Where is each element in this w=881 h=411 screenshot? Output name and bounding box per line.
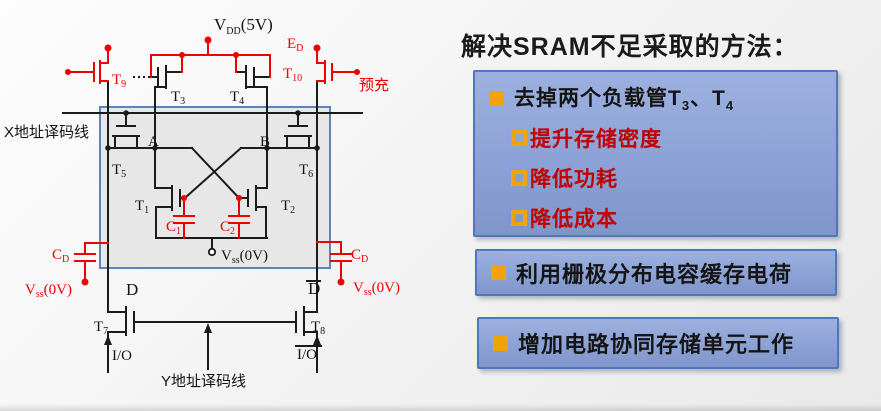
- vss-center-label: Vss(0V): [221, 248, 268, 266]
- ed-label: ED: [287, 36, 303, 54]
- t5-label: T5: [112, 162, 126, 180]
- precharge-label: 预充: [359, 77, 389, 94]
- red-terminal-dots: [65, 36, 360, 286]
- x-decode-line-label: X地址译码线: [4, 124, 89, 141]
- bullet-item-sub: 降低成本: [475, 198, 836, 238]
- io-label: I/O: [112, 348, 132, 364]
- sub-bullet-text: 降低成本: [530, 208, 618, 231]
- io-bar-label: I/O: [297, 347, 317, 363]
- c2-label: C2: [220, 219, 235, 237]
- filled-square-bullet-icon: [491, 265, 506, 280]
- bullet-text: 增加电路协同存储单元工作: [518, 332, 795, 357]
- t9-label: T9: [112, 72, 126, 90]
- d-label: D: [126, 280, 138, 299]
- hollow-square-bullet-icon: [511, 130, 527, 146]
- t1-label: T1: [135, 198, 149, 216]
- t10-label: T10: [283, 66, 302, 84]
- filled-square-bullet-icon: [493, 335, 508, 351]
- t2-label: T2: [281, 198, 295, 216]
- slide-bottom-shadow: [0, 404, 881, 411]
- method-box-gate-capacitance: 利用栅极分布电容缓存电荷: [475, 249, 837, 296]
- c1-label: C1: [166, 219, 181, 237]
- arrow-heads: [104, 323, 321, 345]
- t3-label: T3: [171, 89, 185, 107]
- black-wires: [62, 65, 363, 373]
- bullet-text: 利用栅极分布电容缓存电荷: [516, 261, 793, 287]
- method-box-assist-circuits: 增加电路协同存储单元工作: [477, 317, 839, 369]
- vss-left-label: Vss(0V): [25, 282, 72, 300]
- sub-bullet-text: 提升存储密度: [530, 128, 662, 151]
- sub-bullet-text: 降低功耗: [530, 168, 618, 191]
- vss-right-label: Vss(0V): [353, 280, 400, 298]
- cd-right-label: CD: [351, 247, 368, 265]
- vdd-label: VDD(5V): [214, 15, 273, 37]
- hollow-square-bullet-icon: [511, 170, 527, 186]
- bullet-item-main: 去掉两个负载管T3、T4: [475, 78, 836, 118]
- sram-circuit-diagram: VDD(5V) ED T10 预充 T9 T3 T4 X地址译码线 T5 T6 …: [4, 15, 400, 390]
- vss-terminal: [207, 247, 217, 257]
- t6-label: T6: [299, 162, 313, 180]
- red-wires: [67, 40, 357, 281]
- y-decode-line-label: Y地址译码线: [161, 373, 246, 390]
- t8-label: T8: [311, 319, 325, 337]
- junction-dots: [105, 110, 320, 151]
- bullet-text: 去掉两个负载管T3、T4: [514, 87, 735, 114]
- bullet-item-sub: 提升存储密度: [475, 118, 836, 158]
- hollow-square-bullet-icon: [511, 210, 527, 226]
- t7-label: T7: [94, 319, 108, 337]
- panel-title: 解决SRAM不足采取的方法：: [461, 33, 799, 61]
- filled-square-bullet-icon: [489, 90, 504, 106]
- bullet-item-sub: 降低功耗: [475, 158, 836, 198]
- t4-label: T4: [230, 89, 244, 107]
- sram-cell-outline: [99, 106, 331, 269]
- node-b-label: B: [260, 134, 270, 150]
- method-box-remove-load-transistors: 去掉两个负载管T3、T4 提升存储密度 降低功耗 降低成本: [473, 70, 838, 237]
- d-bar-label: D: [308, 279, 320, 298]
- cd-left-label: CD: [52, 247, 69, 265]
- node-a-label: A: [148, 134, 159, 150]
